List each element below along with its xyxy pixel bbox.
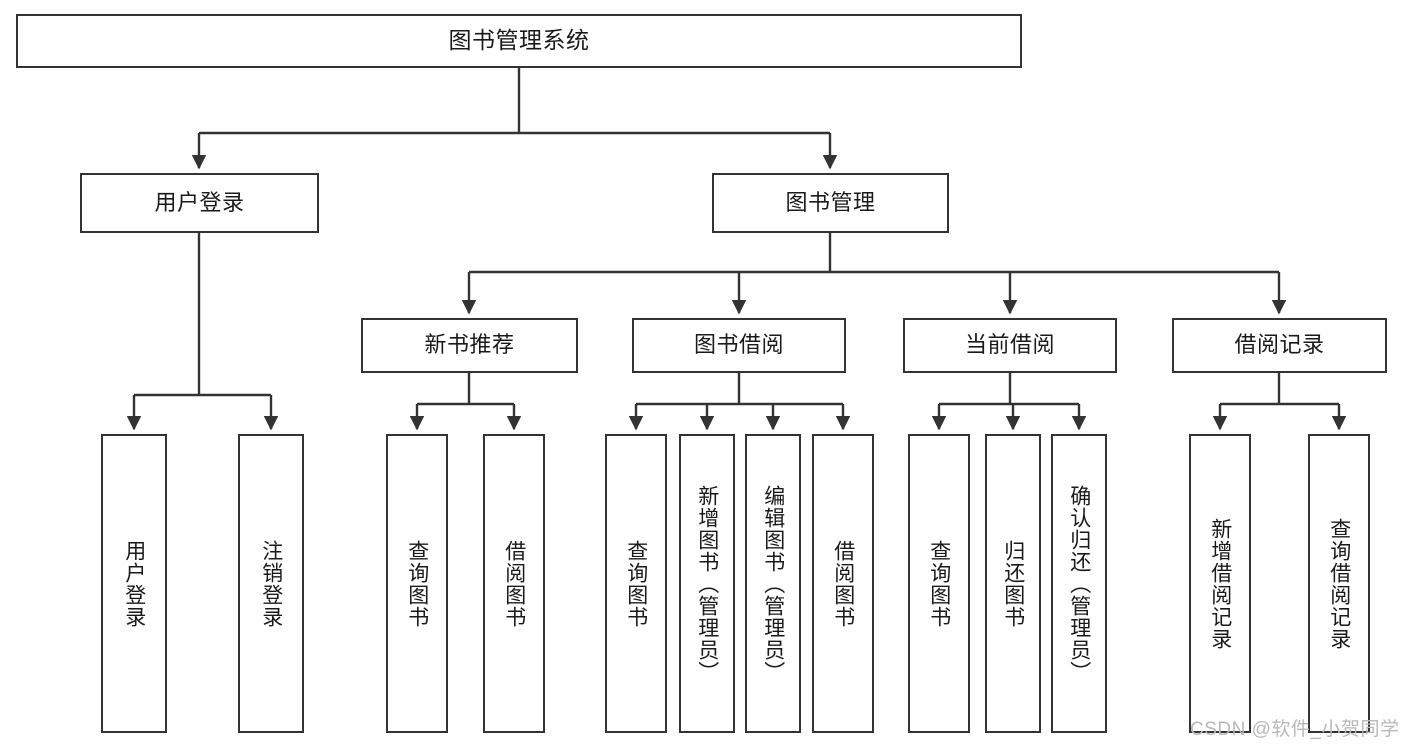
node-new-book-recommend[interactable]: 新书推荐 [361, 318, 578, 373]
node-label: 归还图书 [1001, 539, 1025, 628]
node-label: 新书推荐 [424, 332, 515, 358]
leaf-query-borrow-record[interactable]: 查询借阅记录 [1308, 434, 1370, 733]
node-label: 查询图书 [927, 539, 951, 628]
leaf-borrow-book-newrec[interactable]: 借阅图书 [483, 434, 545, 733]
node-label: 用户登录 [122, 539, 146, 628]
node-label: 用户登录 [154, 189, 245, 215]
node-borrow-record[interactable]: 借阅记录 [1172, 318, 1387, 373]
node-book-management[interactable]: 图书管理 [712, 173, 949, 233]
leaf-query-book-newrec[interactable]: 查询图书 [386, 434, 448, 733]
node-label: 借阅图书 [831, 539, 855, 628]
node-label: 注销登录 [259, 539, 283, 628]
node-label: 确认归还（管理员） [1067, 484, 1091, 683]
leaf-logout[interactable]: 注销登录 [238, 434, 304, 733]
node-label: 编辑图书（管理员） [761, 484, 785, 683]
leaf-add-borrow-record[interactable]: 新增借阅记录 [1189, 434, 1251, 733]
node-label: 查询借阅记录 [1327, 517, 1351, 650]
node-label: 查询图书 [624, 539, 648, 628]
leaf-query-book-borrow[interactable]: 查询图书 [605, 434, 667, 733]
node-label: 图书管理系统 [448, 27, 590, 54]
leaf-query-book-current[interactable]: 查询图书 [908, 434, 970, 733]
node-current-borrow[interactable]: 当前借阅 [903, 318, 1117, 373]
leaf-add-book-admin[interactable]: 新增图书（管理员） [679, 434, 735, 733]
node-label: 新增借阅记录 [1208, 517, 1232, 650]
node-label: 借阅记录 [1234, 332, 1325, 358]
node-root-system[interactable]: 图书管理系统 [16, 14, 1022, 68]
leaf-return-book[interactable]: 归还图书 [985, 434, 1041, 733]
leaf-confirm-return-admin[interactable]: 确认归还（管理员） [1051, 434, 1107, 733]
leaf-borrow-book[interactable]: 借阅图书 [812, 434, 874, 733]
leaf-user-login[interactable]: 用户登录 [101, 434, 167, 733]
node-user-login[interactable]: 用户登录 [80, 173, 319, 233]
node-book-borrow[interactable]: 图书借阅 [632, 318, 846, 373]
node-label: 借阅图书 [502, 539, 526, 628]
node-label: 图书管理 [785, 189, 876, 215]
node-label: 当前借阅 [964, 332, 1055, 358]
leaf-edit-book-admin[interactable]: 编辑图书（管理员） [745, 434, 801, 733]
node-label: 查询图书 [405, 539, 429, 628]
node-label: 图书借阅 [693, 332, 784, 358]
node-label: 新增图书（管理员） [695, 484, 719, 683]
csdn-watermark: CSDN @软件_小贺同学 [1190, 719, 1400, 740]
